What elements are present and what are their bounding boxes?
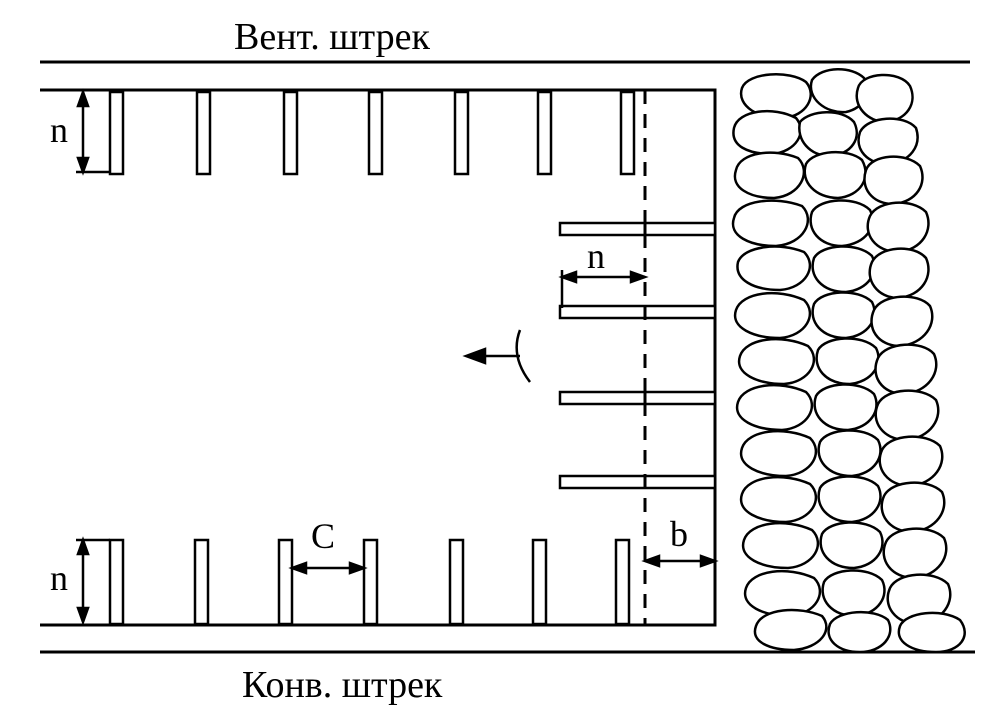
face-props xyxy=(558,221,717,490)
horizontal-prop xyxy=(558,221,717,237)
bottom-drift-label: Конв. штрек xyxy=(242,664,443,706)
top-props xyxy=(108,90,636,176)
prop xyxy=(195,90,212,176)
dimension-label-n-bottom: n xyxy=(50,558,68,598)
dimension-label-b: b xyxy=(670,514,688,554)
prop xyxy=(614,538,631,626)
prop xyxy=(108,538,125,626)
dimension-label-n-middle: n xyxy=(587,236,605,276)
top-drift-label: Вент. штрек xyxy=(234,16,430,58)
prop xyxy=(282,90,299,176)
prop xyxy=(277,538,294,626)
mining-direction-arrow xyxy=(462,329,531,383)
bottom-props xyxy=(108,538,631,626)
prop xyxy=(453,90,470,176)
dimension-label-n-top: n xyxy=(50,110,68,150)
prop xyxy=(448,538,465,626)
prop xyxy=(367,90,384,176)
prop xyxy=(193,538,210,626)
dimension-label-c: C xyxy=(311,516,336,556)
goaf-rubble xyxy=(731,68,966,654)
prop xyxy=(531,538,548,626)
prop xyxy=(108,90,125,176)
prop xyxy=(619,90,636,176)
horizontal-prop xyxy=(558,474,717,490)
horizontal-prop xyxy=(558,304,717,320)
horizontal-prop xyxy=(558,390,717,406)
prop xyxy=(536,90,553,176)
prop xyxy=(362,538,379,626)
